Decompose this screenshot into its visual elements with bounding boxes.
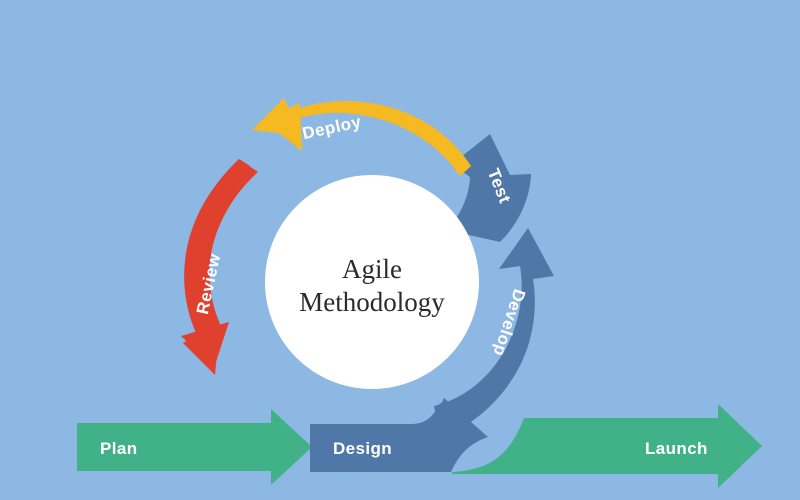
bar-arrow-plan-label: Plan [100,439,138,458]
cycle-arrow-review-body [184,159,258,335]
bar-arrow-plan[interactable]: Plan [77,409,312,485]
bar-arrow-design[interactable]: Design [310,398,488,472]
bar-arrow-launch-label: Launch [645,439,708,458]
bar-arrow-plan-shape [77,409,312,485]
cycle-arrow-deploy-head [262,103,302,151]
cycle-arrow-develop-shape [434,228,554,438]
bar-arrow-launch-shape [452,404,762,488]
bar-arrow-design-body [310,398,488,472]
bar-arrow-design-label: Design [333,439,392,458]
cycle-arrow-review[interactable]: Review [181,159,258,375]
center-circle [265,175,479,389]
center-title-line2: Methodology [299,287,445,317]
cycle-arrow-deploy-body [289,101,471,176]
cycle-arrow-deploy[interactable]: Deploy [252,98,471,176]
center-title-line1: Agile [342,254,402,284]
cycle-arrow-deploy-label: Deploy [301,112,363,143]
cycle-arrow-review-head [181,322,229,368]
bar-arrow-launch[interactable]: Launch [452,404,762,488]
cycle-arrow-test-shape [447,134,531,242]
